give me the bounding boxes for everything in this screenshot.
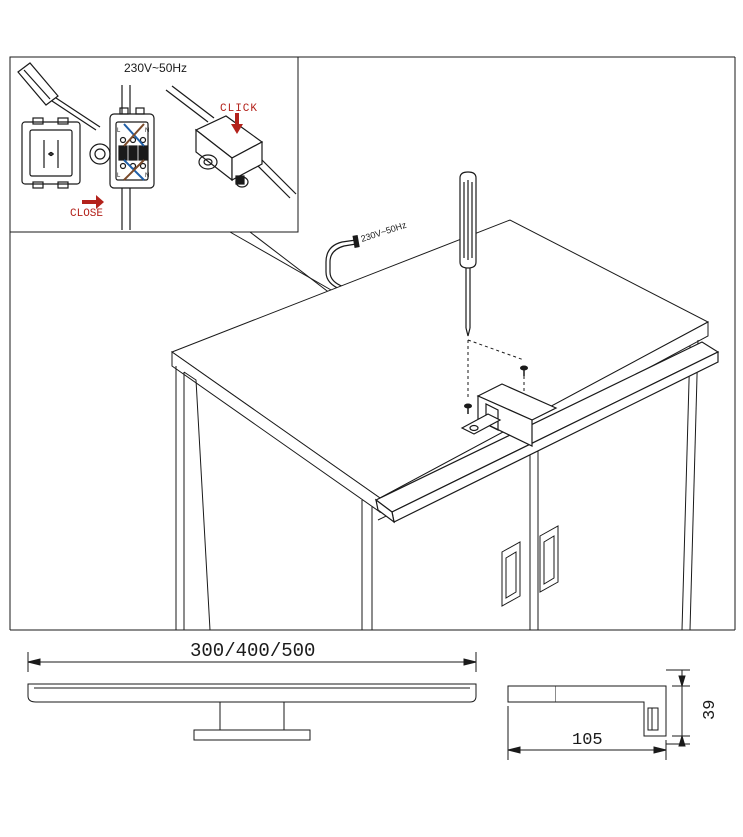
junction-box-open-icon (89, 85, 155, 230)
screw-left-icon (464, 403, 472, 414)
close-label: CLOSE (70, 208, 103, 220)
screw-guides (467, 339, 525, 400)
inset-screwdriver-icon (17, 62, 101, 131)
side-view-drawing (507, 669, 690, 760)
power-cable-icon (325, 235, 363, 299)
mirror-light-bar-icon (374, 341, 720, 524)
junction-box-closed-icon (21, 117, 81, 189)
terminal-letter-l-top: L (117, 128, 121, 134)
terminal-letter-n-top: N (145, 128, 149, 134)
terminal-letter-n-bottom: N (145, 173, 149, 179)
cable-voltage-label: 230V~50Hz (360, 220, 409, 244)
click-arrow-icon (231, 113, 243, 134)
junction-box-click-icon (165, 85, 297, 199)
main-screwdriver-icon (459, 171, 477, 337)
click-label: CLICK (220, 103, 258, 115)
height-dimension-label: 39 (701, 700, 720, 720)
cabinet-icon (170, 219, 710, 631)
close-arrow-icon (82, 195, 104, 209)
length-dimension-label: 300/400/500 (190, 640, 315, 662)
inset-voltage-label: 230V~50Hz (124, 61, 187, 75)
screw-right-icon (520, 365, 528, 376)
terminal-letter-l-bottom: L (117, 173, 121, 179)
depth-dimension-label: 105 (572, 731, 603, 750)
wires-icon (123, 123, 145, 181)
front-view-drawing (27, 652, 477, 741)
